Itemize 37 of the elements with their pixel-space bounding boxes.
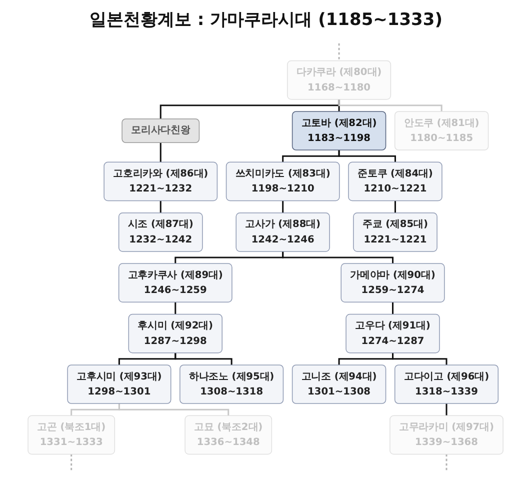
node-box: 고니조 (제94대) 1301~1308 — [292, 364, 387, 404]
node-box: 고무라카미 (제97대) 1339~1368 — [390, 415, 504, 455]
connector — [338, 150, 396, 162]
connector — [282, 200, 284, 213]
node-box: 주쿄 (제85대) 1221~1221 — [354, 212, 438, 252]
node-box: 고곤 (북조1대) 1331~1333 — [28, 415, 116, 455]
node-box: 고토바 (제82대) 1183~1198 — [292, 111, 387, 150]
node-box: 준토쿠 (제84대) 1210~1221 — [348, 162, 443, 202]
node-box: 하나조노 (제95대) 1308~1318 — [180, 364, 284, 404]
connector — [71, 454, 73, 472]
node-box: 고후카쿠사 (제89대) 1246~1259 — [118, 263, 233, 303]
node-box: 가메야마 (제90대) 1259~1274 — [341, 263, 446, 303]
node-box: 고우다 (제91대) 1274~1287 — [346, 314, 440, 354]
node-box: 후시미 (제92대) 1287~1298 — [128, 314, 223, 354]
node-box: 고사가 (제88대) 1242~1246 — [236, 212, 330, 252]
connector — [392, 302, 394, 314]
connector — [175, 352, 233, 365]
node-box: 고묘 (북조2대) 1336~1348 — [185, 415, 272, 455]
node-box: 안도쿠 (제81대) 1180~1185 — [394, 111, 490, 150]
connector — [160, 200, 162, 213]
node-box: 쓰치미카도 (제83대) 1198~1210 — [226, 162, 340, 202]
connector — [160, 142, 162, 162]
node-box: 다카쿠라 (제80대) 1168~1180 — [287, 60, 392, 100]
connector — [392, 352, 448, 365]
connector — [394, 200, 396, 213]
node-box: 모리사다친왕 — [122, 118, 200, 144]
connector — [175, 302, 177, 314]
node-box: 시조 (제87대) 1232~1242 — [118, 212, 204, 252]
connector — [446, 454, 448, 472]
node-box: 고후시미 (제93대) 1298~1301 — [68, 364, 172, 404]
diagram-title: 일본천황계보 : 가마쿠라시대 (1185~1333) — [88, 9, 444, 32]
connector — [282, 251, 394, 264]
connector — [446, 404, 448, 416]
node-box: 고호리카와 (제86대) 1221~1232 — [104, 162, 218, 202]
node-box: 고다이고 (제96대) 1318~1339 — [394, 364, 499, 404]
connector — [118, 404, 230, 416]
connector — [338, 43, 340, 61]
